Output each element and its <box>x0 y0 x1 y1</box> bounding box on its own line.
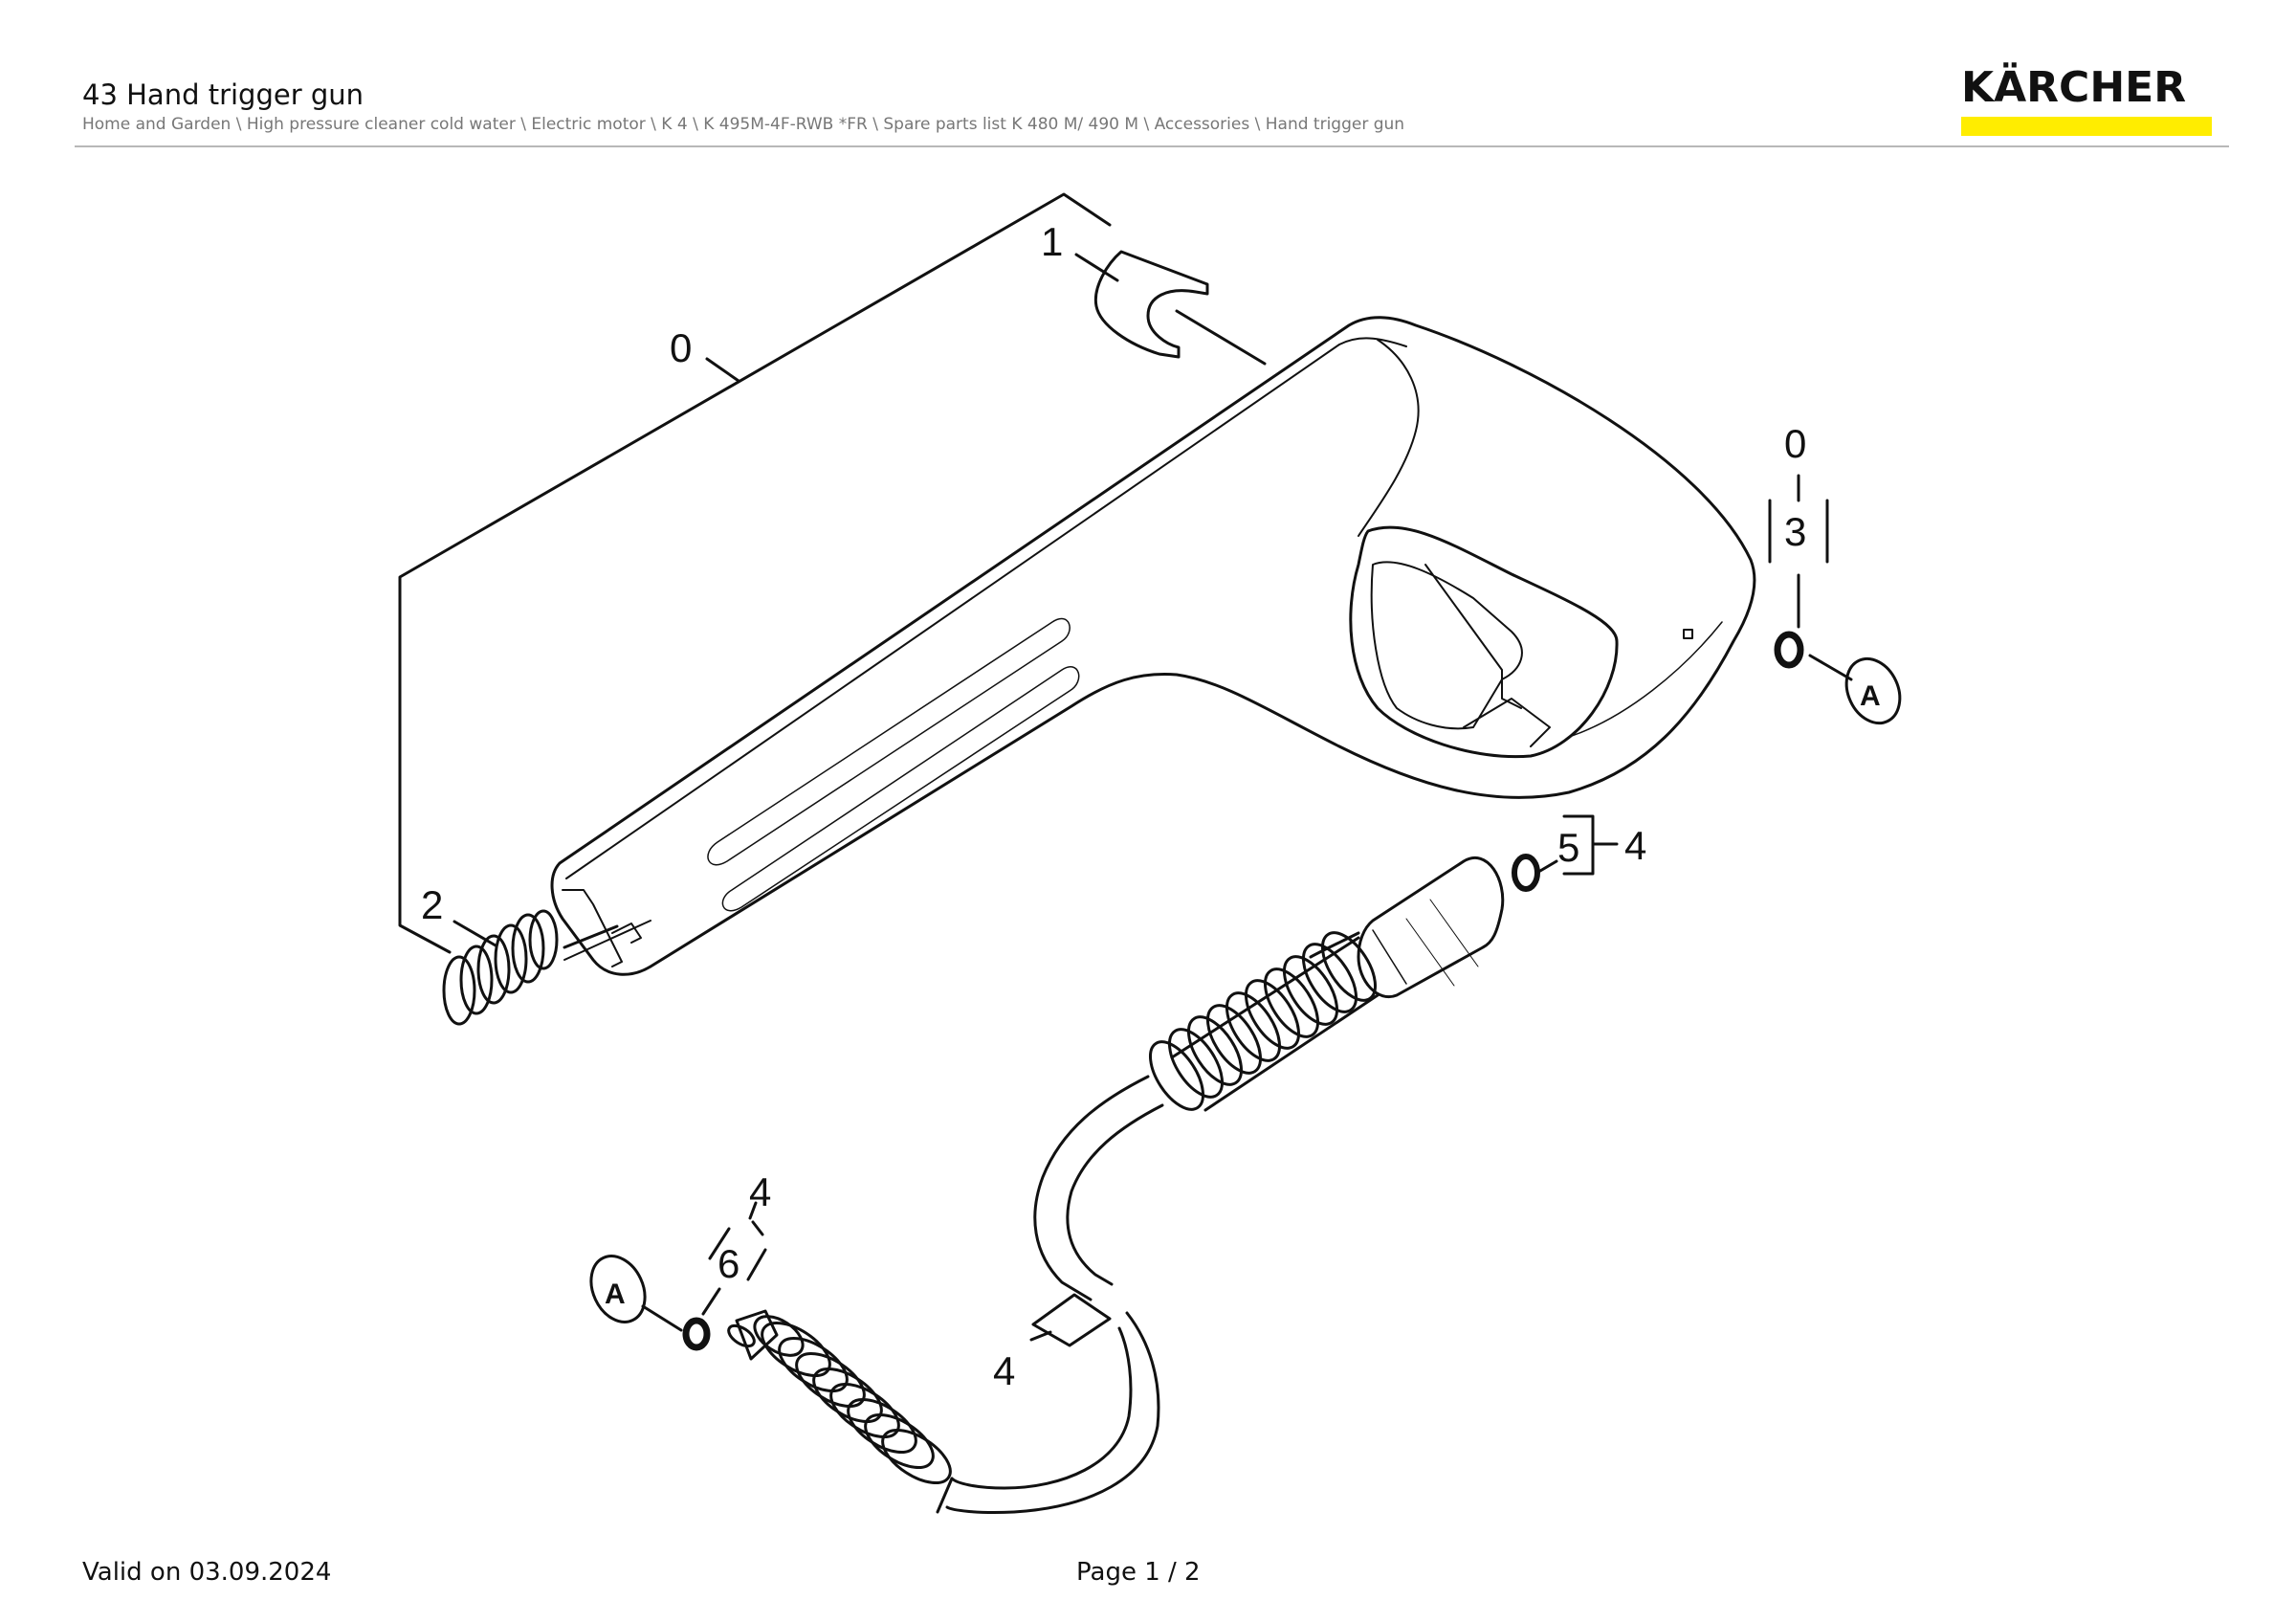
label-seal-right: 3 <box>1784 509 1806 554</box>
label-ref-a-right: A <box>1860 680 1881 712</box>
label-hose-group-left: 4 <box>749 1169 771 1214</box>
label-hose-group-right: 4 <box>1624 823 1646 868</box>
label-spring: 2 <box>421 882 443 927</box>
label-clip: 1 <box>1041 219 1063 264</box>
trigger-gun-body <box>550 316 1756 976</box>
label-ref-a-left: A <box>605 1278 626 1310</box>
label-o-ring-hose: 5 <box>1557 825 1579 870</box>
seal-callout-right <box>1768 474 1902 725</box>
breadcrumb[interactable]: Home and Garden \ High pressure cleaner … <box>82 115 1405 134</box>
label-assembly-top: 0 <box>670 325 692 370</box>
karcher-logo: KÄRCHER <box>1961 65 2215 136</box>
label-hose: 4 <box>993 1348 1015 1393</box>
page-number: Page 1 / 2 <box>1076 1558 1201 1587</box>
logo-wordmark: KÄRCHER <box>1961 63 2187 112</box>
label-o-ring-nozzle: 6 <box>718 1241 740 1286</box>
header-divider <box>75 145 2229 147</box>
page-title: 43 Hand trigger gun <box>82 78 364 111</box>
seal-callout-left <box>589 1201 767 1351</box>
hose-tube <box>945 1075 1164 1515</box>
clip-part <box>1074 250 1267 366</box>
hose-connector-left <box>727 1309 954 1514</box>
part-labels: 0 1 2 0 3 A 5 4 4 6 A 4 <box>421 219 1881 1393</box>
assembly-bracket-0 <box>398 192 1112 954</box>
hose-fitting-right <box>1149 931 1380 1112</box>
valid-date: Valid on 03.09.2024 <box>82 1558 332 1587</box>
spring-part <box>442 909 619 1026</box>
logo-yellow-bar <box>1961 117 2212 136</box>
label-assembly-right: 0 <box>1784 421 1806 466</box>
